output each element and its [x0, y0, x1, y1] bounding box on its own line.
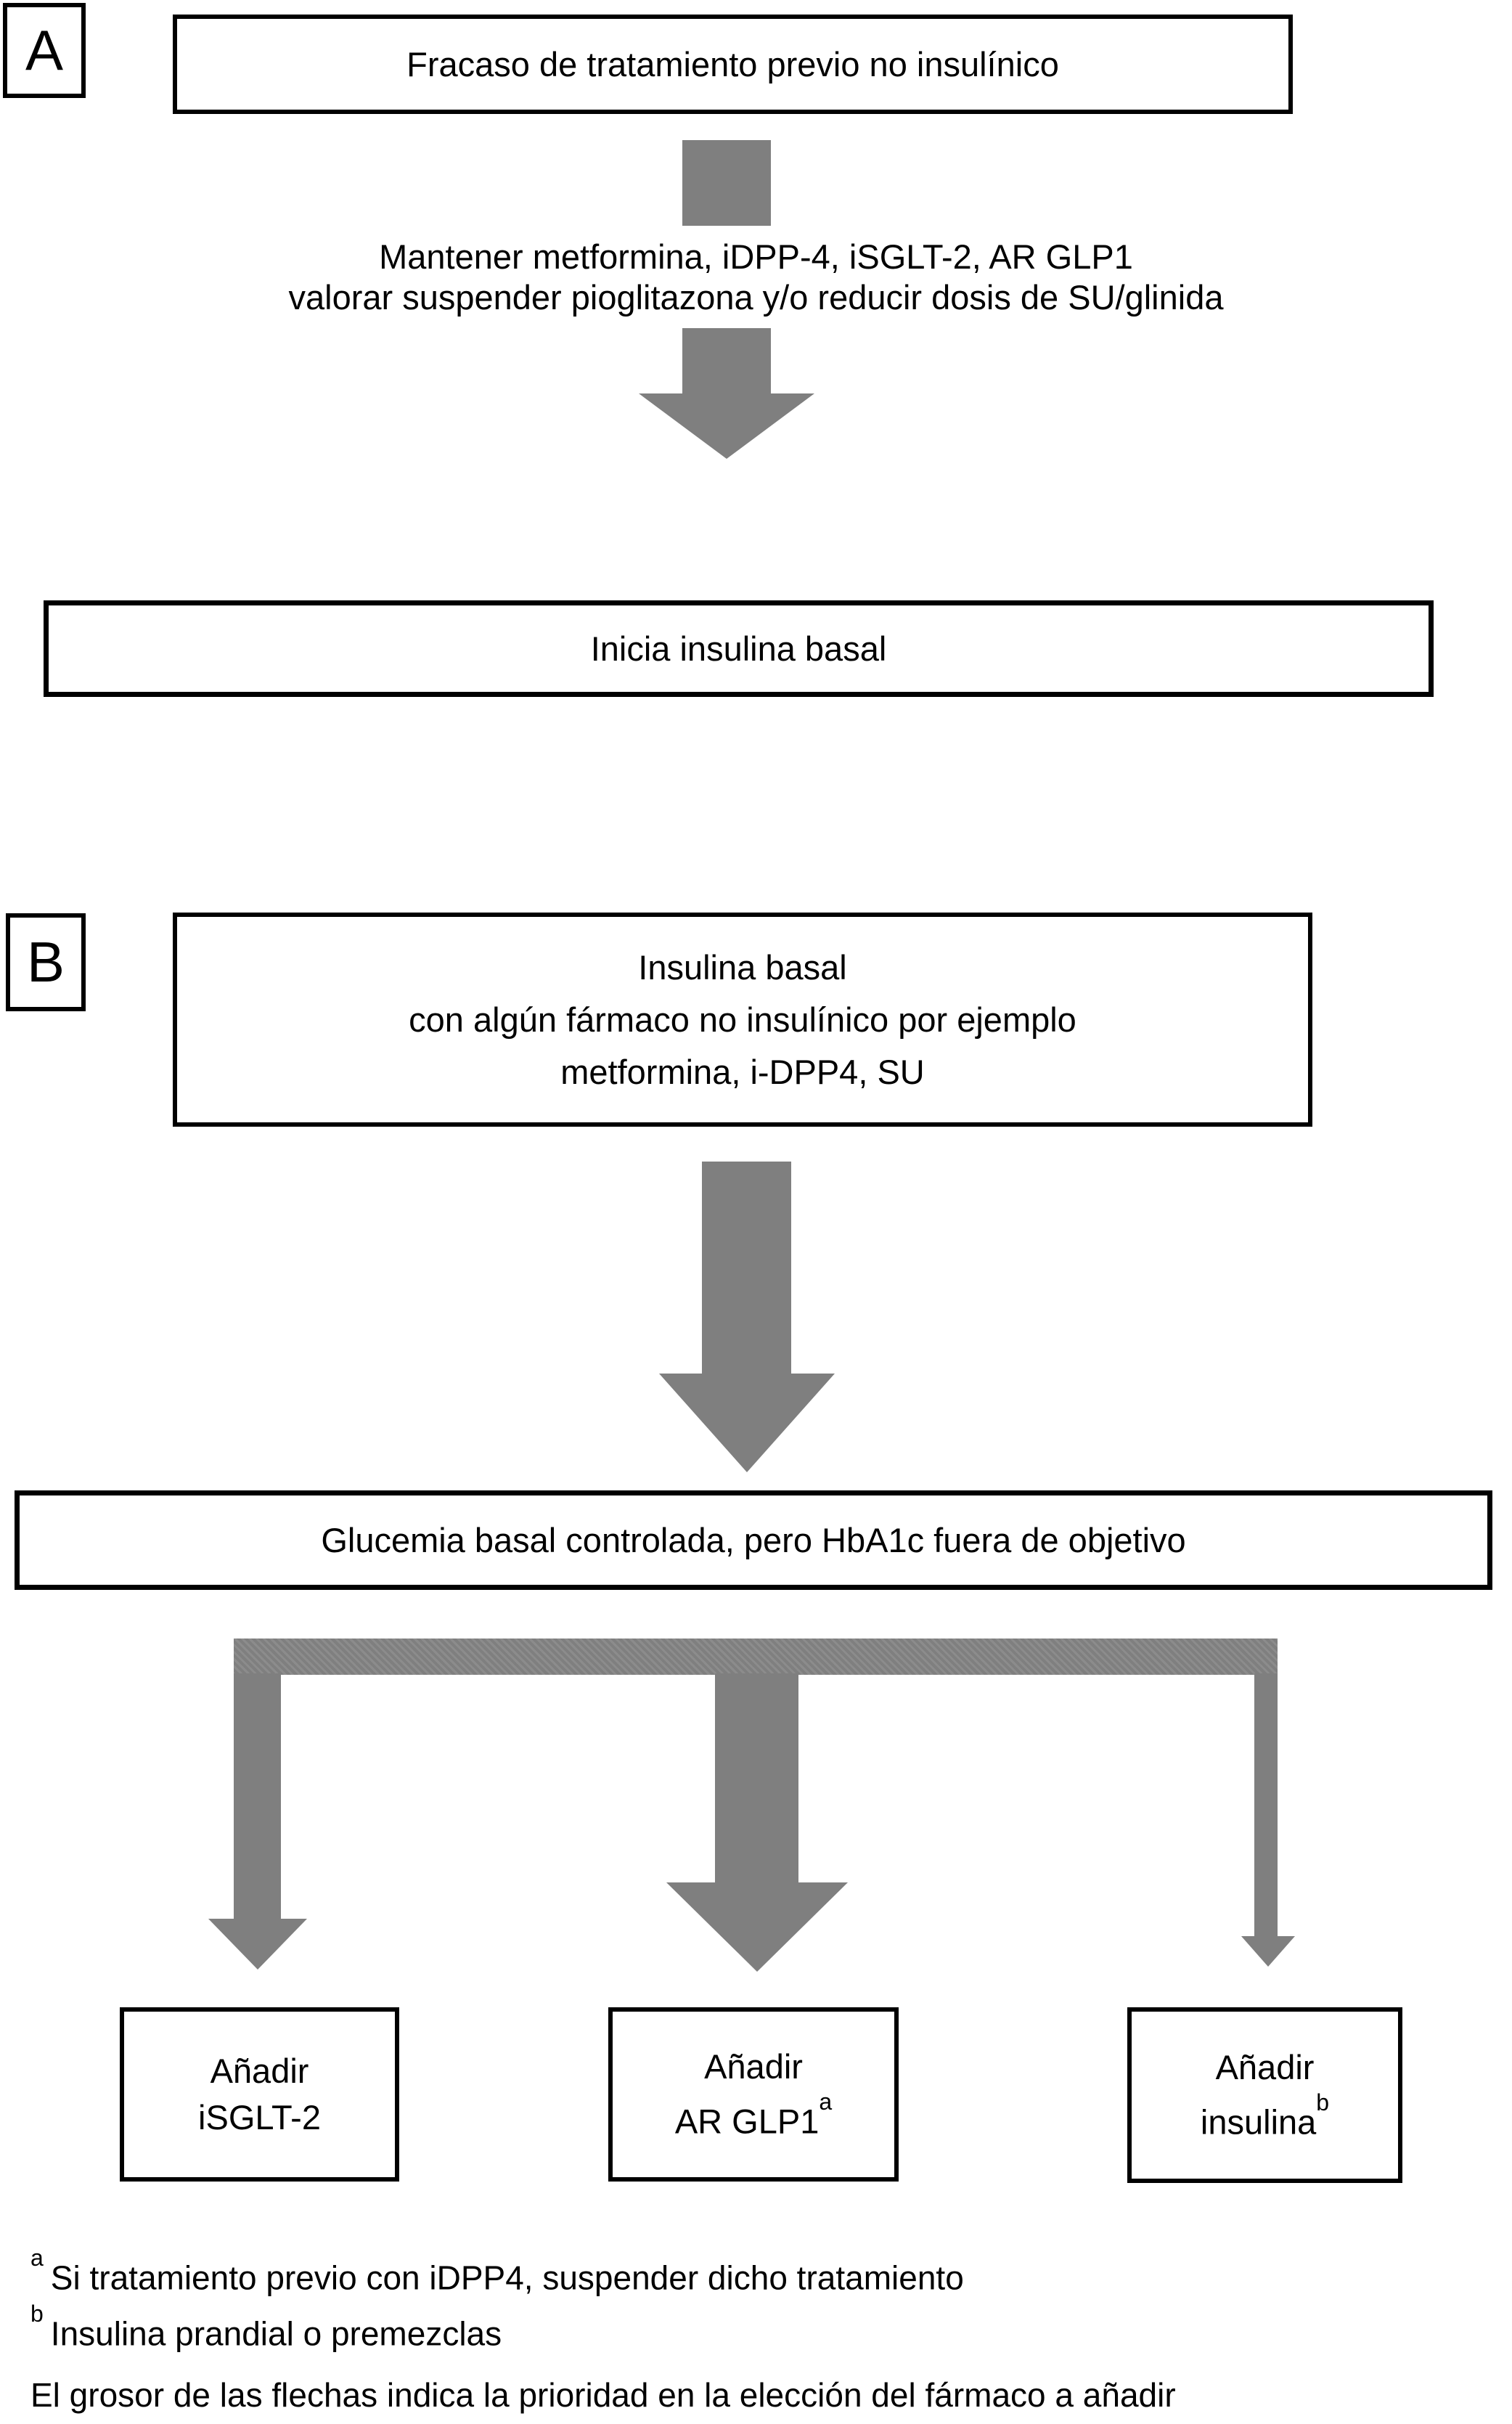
- section-b-letter: B: [26, 930, 65, 994]
- anadir-arglp1-superscript: a: [819, 2089, 833, 2115]
- arrow-shaft: [1254, 1673, 1278, 1936]
- anadir-insulina-line2: insulinab: [1200, 2089, 1330, 2142]
- branch-bar: [234, 1639, 1278, 1675]
- anadir-insulina-line1: Añadir: [1215, 2048, 1315, 2087]
- anadir-insulina-box: Añadir insulinab: [1127, 2007, 1402, 2183]
- fracaso-box: Fracaso de tratamiento previo no insulín…: [173, 15, 1293, 114]
- inicia-box: Inicia insulina basal: [44, 600, 1434, 697]
- anadir-isglt2-line2: iSGLT-2: [198, 2098, 321, 2137]
- footnote-b-superscript: b: [30, 2301, 44, 2327]
- mantener-text: Mantener metformina, iDPP-4, iSGLT-2, AR…: [0, 237, 1512, 318]
- anadir-arglp1-line1: Añadir: [704, 2047, 803, 2086]
- arrow-head: [1241, 1936, 1295, 1967]
- inicia-box-text: Inicia insulina basal: [590, 629, 887, 668]
- glucemia-box: Glucemia basal controlada, pero HbA1c fu…: [15, 1490, 1492, 1590]
- footnote-thickness-note: El grosor de las flechas indica la prior…: [30, 2376, 1176, 2414]
- anadir-isglt2-line1: Añadir: [210, 2052, 309, 2090]
- footnote-a-text: Si tratamiento previo con iDPP4, suspend…: [50, 2258, 964, 2297]
- insulina-box-line3: metformina, i-DPP4, SU: [560, 1052, 925, 1091]
- footnote-b: bInsulina prandial o premezclas: [30, 2301, 502, 2353]
- footnote-b-text: Insulina prandial o premezclas: [50, 2314, 502, 2353]
- arrow-shaft: [682, 328, 771, 393]
- fracaso-box-text: Fracaso de tratamiento previo no insulín…: [406, 44, 1059, 83]
- anadir-insulina-superscript: b: [1316, 2089, 1330, 2116]
- anadir-arglp1-box: Añadir AR GLP1a: [608, 2007, 899, 2182]
- arrow-shaft: [702, 1162, 791, 1374]
- arrow-head: [208, 1919, 307, 1970]
- arrow-shaft: [715, 1673, 798, 1882]
- insulina-box-line1: Insulina basal: [638, 947, 847, 987]
- arrow-head: [666, 1882, 848, 1972]
- section-a-letter: A: [25, 18, 64, 82]
- connector-rect-a: [682, 140, 771, 226]
- arrow-head: [639, 393, 814, 459]
- insulina-basal-box: Insulina basal con algún fármaco no insu…: [173, 913, 1312, 1127]
- anadir-isglt2-box: Añadir iSGLT-2: [120, 2007, 399, 2182]
- arrow-head: [659, 1374, 835, 1472]
- anadir-arglp1-line2: AR GLP1a: [674, 2089, 833, 2141]
- mantener-line1: Mantener metformina, iDPP-4, iSGLT-2, AR…: [379, 237, 1133, 276]
- footnote-a: aSi tratamiento previo con iDPP4, suspen…: [30, 2245, 964, 2297]
- glucemia-box-text: Glucemia basal controlada, pero HbA1c fu…: [321, 1520, 1186, 1559]
- mantener-line2: valorar suspender pioglitazona y/o reduc…: [288, 278, 1224, 317]
- section-b-label: B: [6, 913, 86, 1011]
- arrow-shaft: [234, 1673, 281, 1919]
- section-a-label: A: [3, 3, 86, 98]
- footnote-a-superscript: a: [30, 2245, 44, 2271]
- insulina-box-line2: con algún fármaco no insulínico por ejem…: [409, 1000, 1076, 1039]
